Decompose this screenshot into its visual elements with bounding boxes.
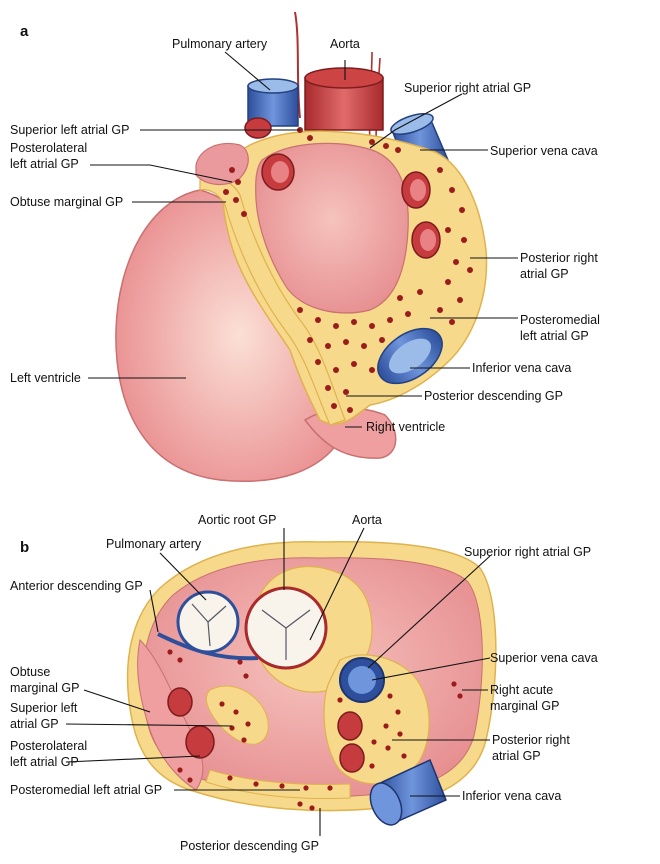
label-posterior-right-b-2: atrial GP xyxy=(492,749,541,763)
label-obtuse-marginal-gp-a: Obtuse marginal GP xyxy=(10,195,123,209)
pulmonary-vein-tube xyxy=(337,711,363,741)
label-posterolateral-a-2: left atrial GP xyxy=(10,157,79,171)
aortic-valve xyxy=(244,586,328,670)
panel-b: b xyxy=(10,513,598,853)
label-right-acute-b-2: marginal GP xyxy=(490,699,559,713)
inferior-vena-cava-vessel xyxy=(377,327,443,385)
ganglia-dots-b xyxy=(167,649,463,811)
label-anterior-descending-gp-b: Anterior descending GP xyxy=(10,579,143,593)
label-superior-vena-cava-b: Superior vena cava xyxy=(490,651,598,665)
label-posteromedial-a-1: Posteromedial xyxy=(520,313,600,327)
pulmonary-vein-ring xyxy=(261,153,295,191)
label-superior-vena-cava-a: Superior vena cava xyxy=(490,144,598,158)
ganglia-dots xyxy=(223,127,473,413)
label-posteromedial-a-2: left atrial GP xyxy=(520,329,589,343)
leader-lines-b xyxy=(65,527,491,836)
leader-lines-a xyxy=(88,51,518,428)
label-right-acute-b-1: Right acute xyxy=(490,683,553,697)
label-aorta-a: Aorta xyxy=(330,37,360,51)
pulmonary-vein-tube xyxy=(167,687,193,717)
label-left-ventricle-a: Left ventricle xyxy=(10,371,81,385)
label-superior-left-b-1: Superior left xyxy=(10,701,78,715)
panel-a-letter: a xyxy=(20,23,29,40)
label-inferior-vena-cava-a: Inferior vena cava xyxy=(472,361,571,375)
label-superior-right-atrial-gp-b: Superior right atrial GP xyxy=(464,545,591,559)
label-pulmonary-artery-a: Pulmonary artery xyxy=(172,37,268,51)
pulmonary-valve xyxy=(176,590,240,654)
left-atrium-shape xyxy=(255,142,409,314)
label-aortic-root-gp-b: Aortic root GP xyxy=(198,513,277,527)
label-posterior-descending-gp-b: Posterior descending GP xyxy=(180,839,319,853)
label-posterior-descending-gp-a: Posterior descending GP xyxy=(424,389,563,403)
label-pulmonary-artery-b: Pulmonary artery xyxy=(106,537,202,551)
label-posteromedial-left-atrial-gp-b: Posteromedial left atrial GP xyxy=(10,783,162,797)
labels-a: Pulmonary artery Aorta Superior right at… xyxy=(10,37,600,434)
labels-b: Aortic root GP Aorta Pulmonary artery Su… xyxy=(10,513,598,853)
label-posterior-right-a-2: atrial GP xyxy=(520,267,569,281)
label-superior-left-atrial-gp-a: Superior left atrial GP xyxy=(10,123,130,137)
label-obtuse-b-1: Obtuse xyxy=(10,665,50,679)
label-posterior-right-a-1: Posterior right xyxy=(520,251,598,265)
label-inferior-vena-cava-b: Inferior vena cava xyxy=(462,789,561,803)
panel-a: a xyxy=(10,11,600,482)
superior-left-pulm-vein xyxy=(244,117,272,139)
aorta-vessel xyxy=(304,67,384,131)
label-aorta-b: Aorta xyxy=(352,513,382,527)
pulmonary-vein-ring xyxy=(401,171,431,209)
obtuse-marginal-fat-strip xyxy=(199,177,346,426)
superior-vena-cava-b xyxy=(339,657,385,703)
label-superior-right-atrial-gp-a: Superior right atrial GP xyxy=(404,81,531,95)
pulmonary-vein-ring xyxy=(411,221,441,259)
label-right-ventricle-a: Right ventricle xyxy=(366,420,445,434)
label-obtuse-b-2: marginal GP xyxy=(10,681,79,695)
superior-left-fat xyxy=(206,685,269,745)
label-posterolateral-b-1: Posterolateral xyxy=(10,739,87,753)
pulmonary-vein-tube xyxy=(339,743,365,773)
left-atrial-appendage xyxy=(195,143,249,185)
panel-b-letter: b xyxy=(20,539,29,556)
pulmonary-vein-tube xyxy=(185,725,215,759)
label-superior-left-b-2: atrial GP xyxy=(10,717,59,731)
label-posterolateral-b-2: left atrial GP xyxy=(10,755,79,769)
inferior-vena-cava-b xyxy=(369,758,447,826)
label-posterior-right-b-1: Posterior right xyxy=(492,733,570,747)
label-posterolateral-a-1: Posterolateral xyxy=(10,141,87,155)
